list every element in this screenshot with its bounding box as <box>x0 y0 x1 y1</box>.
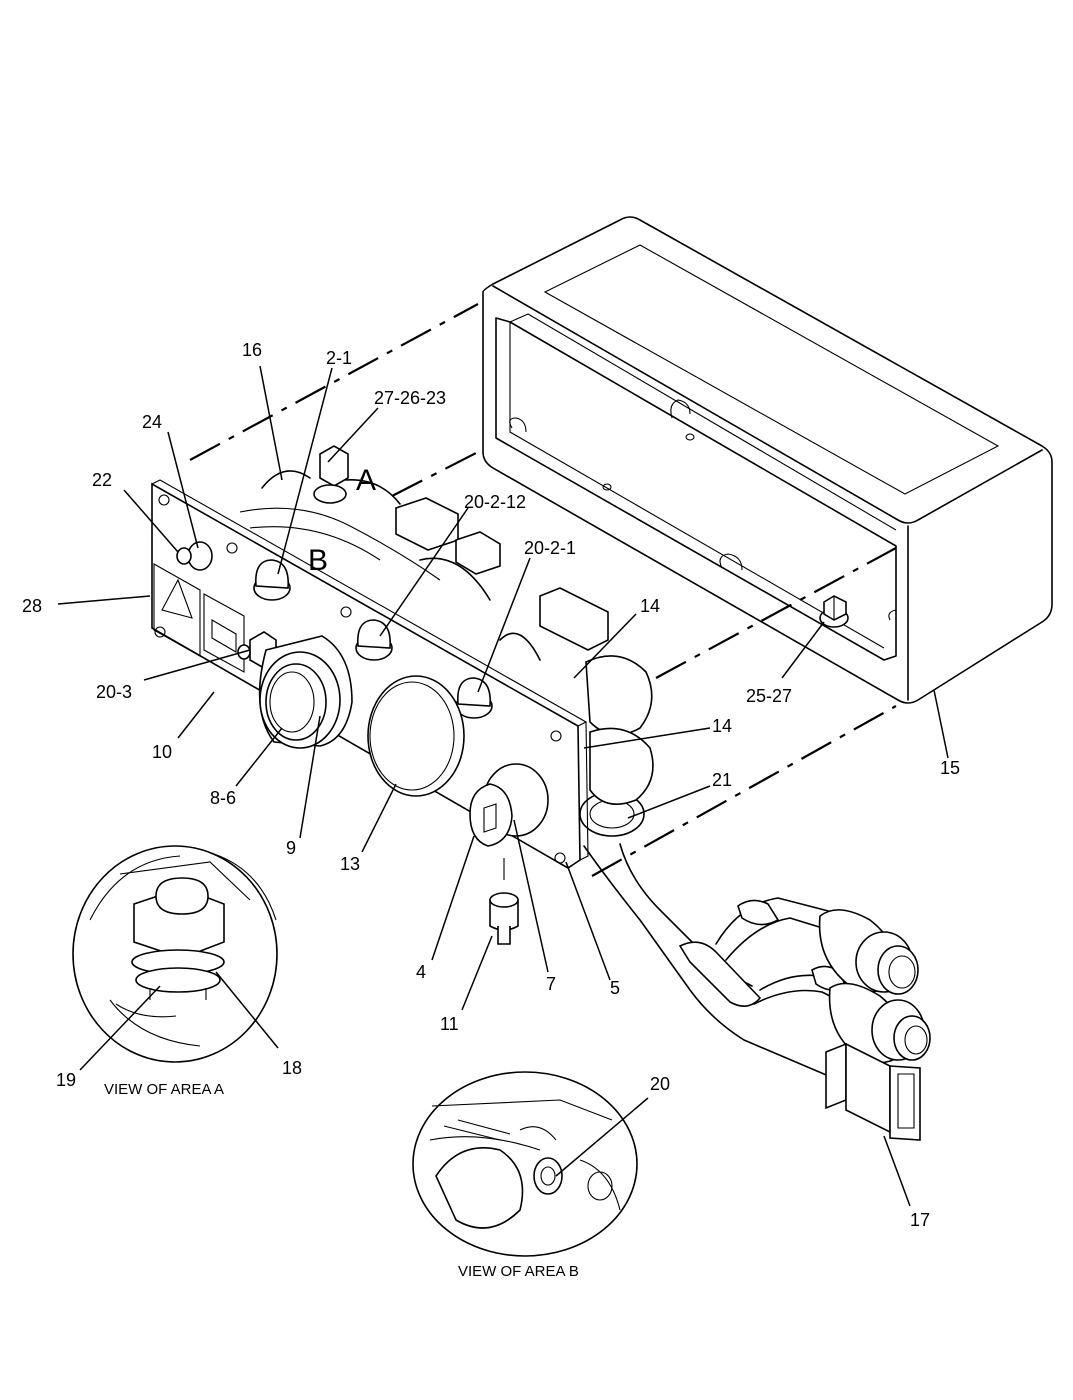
callout-20-3: 20-3 <box>96 682 132 702</box>
detail-view-b <box>412 1071 638 1257</box>
callout-28: 28 <box>22 596 42 616</box>
lamp-20-2-1 <box>455 677 493 719</box>
callout-27-26-23: 27-26-23 <box>374 388 446 408</box>
callout-19: 19 <box>56 1070 76 1090</box>
callout-25-27: 25-27 <box>746 686 792 706</box>
enclosure-box <box>482 216 1053 704</box>
callout-15: 15 <box>940 758 960 778</box>
leader-lines <box>57 365 949 1207</box>
detail-view-a <box>72 845 278 1063</box>
round-gauge <box>367 675 465 797</box>
front-panel <box>151 479 589 945</box>
caption-view-area-b: VIEW OF AREA B <box>458 1263 579 1280</box>
callout-4: 4 <box>416 962 426 982</box>
callout-20-2-1: 20-2-1 <box>524 538 576 558</box>
harness-connector-17 <box>825 1042 921 1141</box>
area-letter-b: B <box>308 544 328 577</box>
callout-16: 16 <box>242 340 262 360</box>
callout-22: 22 <box>92 470 112 490</box>
harness-connector-lower <box>828 982 931 1064</box>
callout-10: 10 <box>152 742 172 762</box>
callout-18: 18 <box>282 1058 302 1078</box>
callout-20: 20 <box>650 1074 670 1094</box>
lamp-20-2-12 <box>355 619 393 661</box>
mounting-bolt <box>819 595 849 628</box>
harness-connector-upper <box>818 909 919 995</box>
warning-decal <box>153 563 245 673</box>
standoff-spacer <box>489 858 519 945</box>
callout-2-1: 2-1 <box>326 348 352 368</box>
indicator-light-24 <box>176 541 213 571</box>
assembly-phantom-lines <box>189 303 897 877</box>
callout-24: 24 <box>142 412 162 432</box>
callout-17: 17 <box>910 1210 930 1230</box>
callout-9: 9 <box>286 838 296 858</box>
caption-view-area-a: VIEW OF AREA A <box>104 1081 224 1098</box>
callout-14-lower: 14 <box>712 716 732 736</box>
wiring-harness <box>239 445 931 1141</box>
stud-area-a <box>313 445 401 505</box>
area-letter-a: A <box>356 464 376 497</box>
key-switch <box>469 763 549 847</box>
callout-21: 21 <box>712 770 732 790</box>
callout-14-upper: 14 <box>640 596 660 616</box>
callout-13: 13 <box>340 854 360 874</box>
lamp-2-1 <box>253 559 291 601</box>
rotary-knob <box>258 635 353 749</box>
callout-8-6: 8-6 <box>210 788 236 808</box>
callout-7: 7 <box>546 974 556 994</box>
callout-20-2-12: 20-2-12 <box>464 492 526 512</box>
callout-5: 5 <box>610 978 620 998</box>
callout-11: 11 <box>440 1014 459 1034</box>
callout-labels: 16 2-1 27-26-23 24 22 20-2-12 20-2-1 28 … <box>22 340 960 1230</box>
